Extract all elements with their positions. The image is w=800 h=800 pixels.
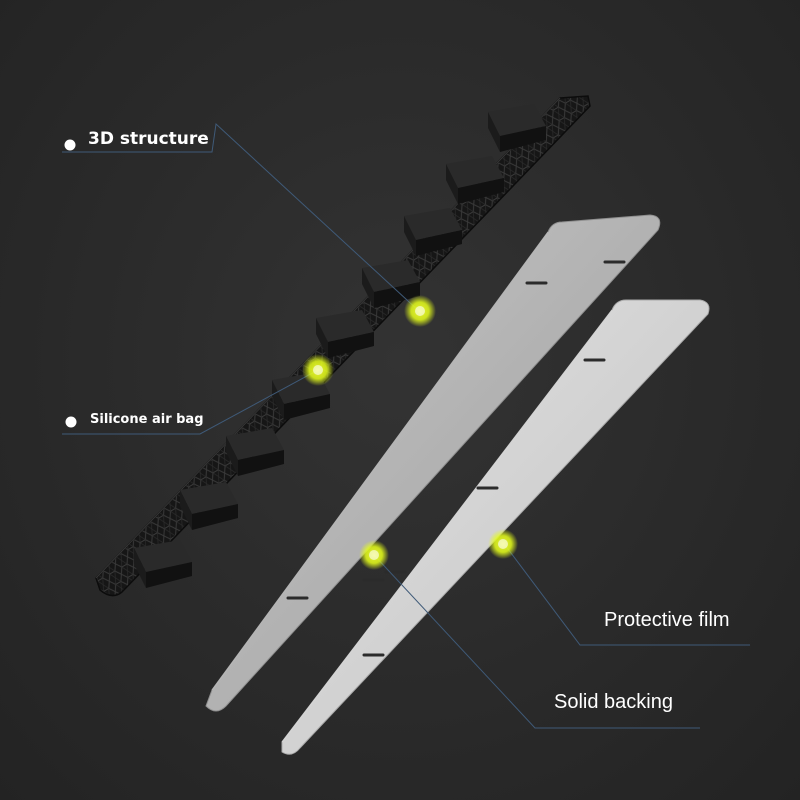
leader-line-protective-film bbox=[504, 544, 750, 646]
leader-line-3d-structure bbox=[62, 122, 421, 313]
label-solid-backing: Solid backing bbox=[554, 691, 673, 713]
marker-solid-backing bbox=[359, 540, 389, 570]
label-protective-film: Protective film bbox=[604, 609, 730, 631]
bullet-air-bag bbox=[65, 416, 77, 428]
label-3d-structure: 3D structure bbox=[88, 129, 209, 149]
silicone-air-bags bbox=[134, 104, 546, 588]
leader-line-air-bag bbox=[62, 369, 319, 435]
bumper-strip bbox=[95, 95, 591, 597]
marker-protective-film bbox=[488, 529, 518, 559]
label-silicone-air-bag: Silicone air bag bbox=[90, 412, 204, 427]
leader-line-solid-backing bbox=[373, 554, 700, 729]
bullet-3d-structure bbox=[64, 139, 76, 151]
marker-3d-structure bbox=[404, 295, 436, 327]
protective-film-strip bbox=[205, 214, 661, 712]
marker-air-bag bbox=[302, 354, 334, 386]
leader-lines bbox=[62, 122, 750, 729]
